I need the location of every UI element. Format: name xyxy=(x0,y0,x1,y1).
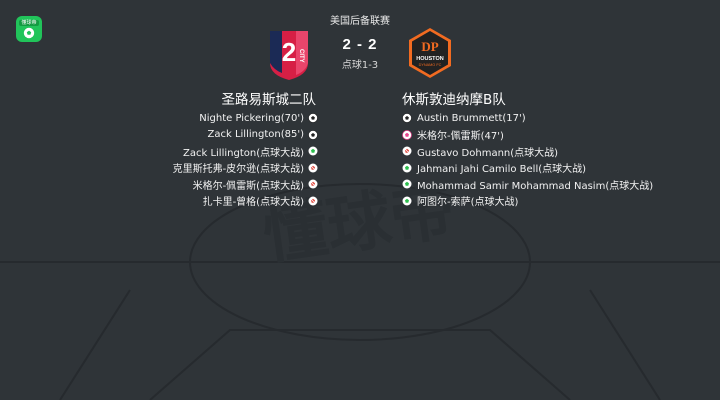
home-event-row: 扎卡里-曾格(点球大战) xyxy=(173,193,318,210)
home-team-name[interactable]: 圣路易斯城二队 xyxy=(221,92,317,108)
away-event-row: 阿图尔-索萨(点球大战) xyxy=(402,193,653,210)
away-event-row: Jahmani Jahi Camilo Bell(点球大战) xyxy=(402,160,653,177)
app-logo-button[interactable]: 懂球帝 xyxy=(16,16,42,42)
event-text: Gustavo Dohmann(点球大战) xyxy=(417,147,559,159)
penalty-missed-icon xyxy=(402,146,412,156)
home-event-row: 米格尔-佩雷斯(点球大战) xyxy=(173,176,318,193)
away-logo-subtext: DYNAMO FC xyxy=(419,63,442,67)
home-logo-text: CITY xyxy=(298,49,304,63)
own-goal-icon xyxy=(402,129,412,140)
penalty-scored-icon xyxy=(402,179,412,189)
event-text: Nighte Pickering(70') xyxy=(199,112,304,124)
app-badge-label: 懂球帝 xyxy=(19,19,39,26)
penalty-scored-icon xyxy=(402,196,412,206)
home-event-row: Nighte Pickering(70') xyxy=(173,110,318,127)
away-event-row: 米格尔-佩雷斯(47') xyxy=(402,127,653,144)
event-text: Zack Lillington(85') xyxy=(207,129,304,141)
event-text: 米格尔-佩雷斯(点球大战) xyxy=(192,180,304,192)
home-event-row: Zack Lillington(点球大战) xyxy=(173,143,318,160)
event-text: Mohammad Samir Mohammad Nasim(点球大战) xyxy=(417,180,654,192)
home-event-row: 克里斯托弗-皮尔逊(点球大战) xyxy=(173,160,318,177)
event-text: 阿图尔-索萨(点球大战) xyxy=(417,197,519,209)
match-score: 2 - 2 xyxy=(342,36,378,53)
event-text: 米格尔-佩雷斯(47') xyxy=(417,131,504,143)
penalty-scored-icon xyxy=(308,146,318,156)
penalty-scored-icon xyxy=(402,163,412,173)
away-event-row: Mohammad Samir Mohammad Nasim(点球大战) xyxy=(402,176,653,193)
football-icon xyxy=(23,27,35,39)
event-text: 克里斯托弗-皮尔逊(点球大战) xyxy=(172,164,304,176)
event-text: 扎卡里-曾格(点球大战) xyxy=(202,197,304,209)
ball-icon xyxy=(402,113,412,124)
penalty-missed-icon xyxy=(308,196,318,206)
event-text: Austin Brummett(17') xyxy=(417,112,526,124)
svg-text:DP: DP xyxy=(421,39,438,54)
away-event-row: Austin Brummett(17') xyxy=(402,110,653,127)
league-title: 美国后备联赛 xyxy=(330,16,390,27)
away-team-name[interactable]: 休斯敦迪纳摩B队 xyxy=(402,92,506,108)
penalty-missed-icon xyxy=(308,179,318,189)
svg-text:2: 2 xyxy=(282,37,296,67)
away-team-logo[interactable]: DP HOUSTON DYNAMO FC xyxy=(407,27,453,79)
home-events-list: Nighte Pickering(70') Zack Lillington(85… xyxy=(173,110,318,209)
penalty-score: 点球1-3 xyxy=(341,60,379,71)
ball-icon xyxy=(308,113,318,124)
away-events-list: Austin Brummett(17') 米格尔-佩雷斯(47') Gustav… xyxy=(402,110,653,209)
away-logo-text: HOUSTON xyxy=(416,56,443,62)
event-text: Zack Lillington(点球大战) xyxy=(183,147,304,159)
ball-icon xyxy=(308,129,318,140)
home-team-logo[interactable]: 2 CITY xyxy=(266,27,312,81)
event-text: Jahmani Jahi Camilo Bell(点球大战) xyxy=(417,164,587,176)
away-event-row: Gustavo Dohmann(点球大战) xyxy=(402,143,653,160)
home-event-row: Zack Lillington(85') xyxy=(173,127,318,144)
penalty-missed-icon xyxy=(308,163,318,173)
